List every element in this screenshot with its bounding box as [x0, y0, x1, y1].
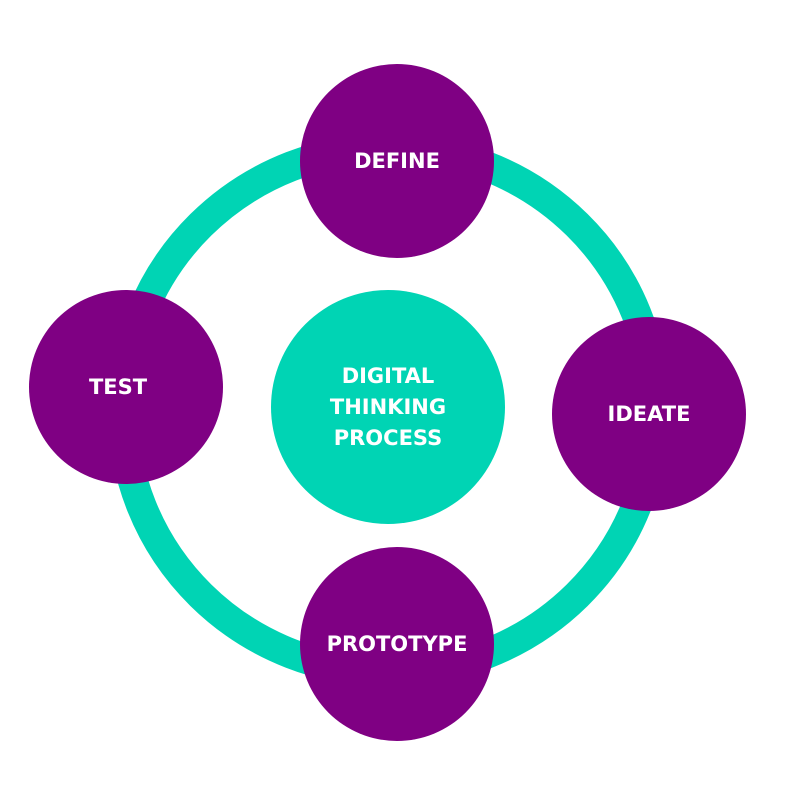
stage-label: TEST [88, 374, 148, 399]
stage-ideate: IDEATE [552, 317, 746, 511]
center-circle: DIGITAL THINKING PROCESS [271, 290, 505, 524]
stage-label: IDEATE [607, 401, 691, 426]
center-label-line: PROCESS [333, 425, 443, 450]
stage-define: DEFINE [300, 64, 494, 258]
center-label-line: THINKING [329, 394, 447, 419]
stage-prototype: PROTOTYPE [300, 547, 494, 741]
center-label: DIGITAL THINKING PROCESS [330, 361, 446, 454]
stage-label: PROTOTYPE [326, 631, 468, 656]
stage-label: DEFINE [354, 148, 440, 173]
stage-test: TEST [29, 290, 223, 484]
center-label-line: DIGITAL [341, 363, 435, 388]
